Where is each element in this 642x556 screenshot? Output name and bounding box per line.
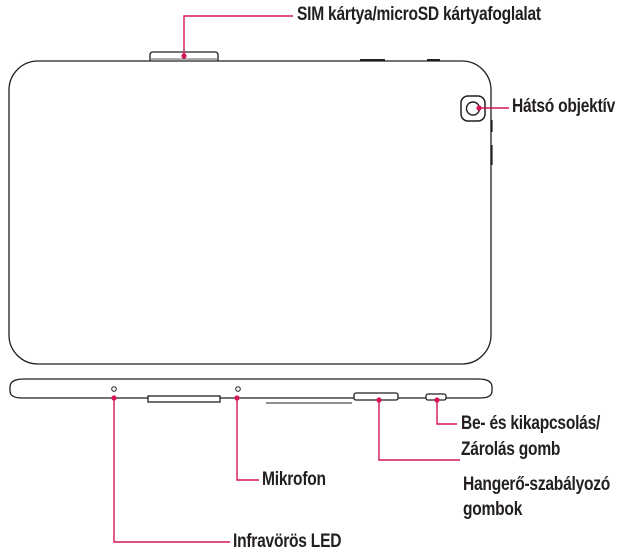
label-ir-led: Infravörös LED [233, 531, 342, 552]
volume-rocker [353, 392, 399, 401]
tablet-body [8, 60, 492, 365]
label-sim-slot: SIM kártya/microSD kártyafoglalat [297, 4, 541, 25]
leader-mic [236, 398, 259, 481]
side-profile [9, 378, 493, 399]
leader-ir [113, 398, 230, 543]
label-microphone: Mikrofon [262, 469, 326, 490]
ir-led-hole [111, 386, 117, 392]
label-volume-line1: Hangerő-szabályozó [463, 474, 611, 495]
label-power-line1: Be- és kikapcsolás/ [461, 413, 601, 434]
leader-dots [111, 53, 482, 403]
leader-lines [113, 15, 509, 543]
label-rear-camera: Hátsó objektív [512, 96, 616, 117]
label-power-line2: Zárolás gomb [461, 439, 561, 460]
label-volume-line2: gombok [463, 499, 523, 520]
mic-hole [235, 386, 241, 392]
leader-volume [378, 400, 460, 461]
port-slot [147, 395, 221, 403]
leader-power [436, 402, 457, 425]
tablet-side [9, 378, 493, 404]
leader-sim [183, 15, 293, 55]
tablet-back [8, 51, 493, 365]
